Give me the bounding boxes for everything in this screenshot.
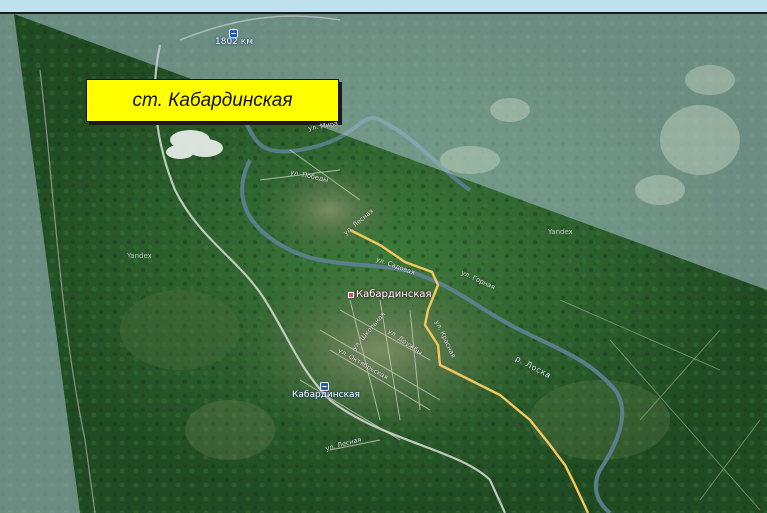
road-highway [153, 44, 507, 513]
watermark-right: Yandex [548, 228, 573, 236]
haze-left [0, 14, 80, 513]
km-marker-label: 1802 км [215, 37, 253, 47]
watermark-left: Yandex [127, 252, 152, 260]
field-area-west [120, 290, 240, 370]
field-area-north [260, 165, 400, 255]
village-label: Кабардинская [356, 289, 432, 300]
station-icon[interactable] [320, 382, 329, 391]
fields-top-right [440, 65, 740, 205]
street-grid [259, 149, 441, 451]
cloud [166, 130, 223, 159]
field-area-south [530, 380, 670, 460]
forest-clearings [559, 299, 761, 511]
haze-top [0, 0, 767, 290]
callout-title: ст. Кабардинская [86, 79, 339, 122]
railway-station-icon[interactable] [229, 29, 238, 38]
road-main-yellow [349, 228, 590, 513]
settlement-area [230, 260, 530, 440]
road-west [39, 69, 96, 513]
field-area-southwest [185, 400, 275, 460]
river-main [240, 159, 625, 513]
top-bar [0, 0, 767, 14]
station-label: Кабардинская [292, 390, 360, 400]
village-marker[interactable] [348, 292, 354, 298]
